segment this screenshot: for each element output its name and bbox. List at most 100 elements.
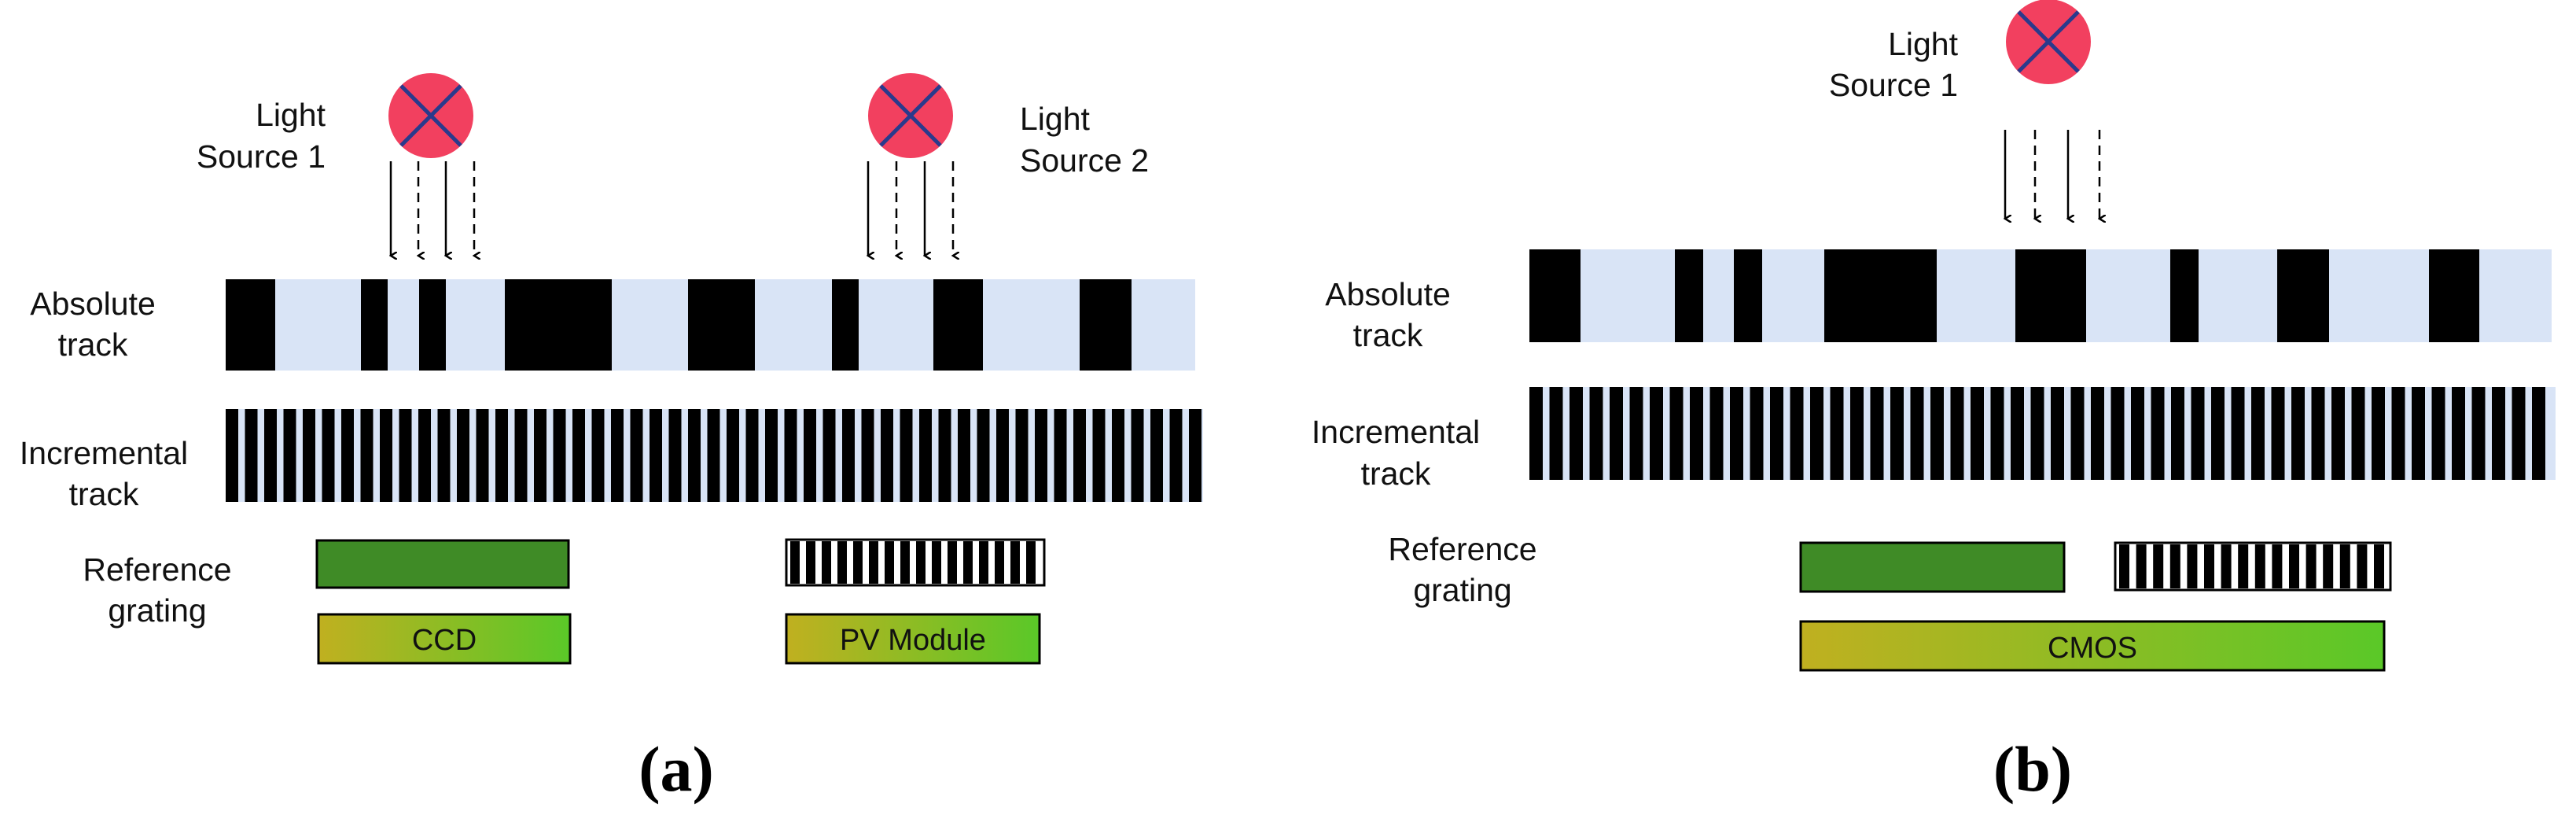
absolute-track-b-label-line2: track	[1353, 317, 1423, 353]
incremental-stripe	[784, 409, 797, 502]
absolute-bar	[1675, 249, 1703, 342]
incremental-stripe	[2331, 387, 2345, 480]
incremental-stripe	[2131, 387, 2144, 480]
light-source-2-rays	[868, 161, 953, 256]
ccd-label: CCD	[412, 624, 477, 657]
panel-b: Light Source 1 Absolute track Incrementa…	[1312, 0, 2556, 805]
incremental-stripe	[476, 409, 489, 502]
incremental-stripe	[630, 409, 643, 502]
incremental-stripe	[495, 409, 508, 502]
incremental-stripe	[2171, 387, 2184, 480]
grating-stripe	[2136, 544, 2147, 588]
incremental-stripe	[2011, 387, 2024, 480]
incremental-stripe	[380, 409, 392, 502]
incremental-stripe	[1570, 387, 1583, 480]
incremental-stripe	[2070, 387, 2085, 480]
reference-grating-striped	[785, 538, 1046, 587]
incremental-stripe	[727, 409, 739, 502]
grating-stripe	[1026, 541, 1036, 584]
incremental-stripe	[2512, 387, 2526, 480]
incremental-stripe	[360, 409, 374, 502]
incremental-stripe	[1850, 387, 1864, 480]
grating-stripe	[806, 541, 815, 584]
absolute-bar	[1080, 279, 1132, 371]
incremental-stripe	[437, 409, 451, 502]
incremental-stripe	[958, 409, 970, 502]
ccd-bar	[317, 613, 572, 665]
incremental-stripe	[399, 409, 412, 502]
incremental-stripe	[245, 409, 258, 502]
absolute-bar	[832, 279, 859, 371]
incremental-stripe	[1890, 387, 1904, 480]
incremental-stripe	[2211, 387, 2225, 480]
grating-stripe	[2221, 544, 2232, 588]
incremental-track-b-label-line2: track	[1361, 455, 1431, 492]
grating-stripe	[2119, 544, 2129, 588]
cmos-sensor: CMOS	[1799, 620, 2386, 672]
light-source-1-label-line2: Source 1	[197, 138, 326, 175]
absolute-track-b	[1529, 249, 2552, 342]
grating-stripe	[837, 541, 847, 584]
incremental-stripe	[1169, 409, 1183, 502]
absolute-bar	[1824, 249, 1937, 342]
incremental-stripe	[264, 409, 277, 502]
light-source-2-label-line2: Source 2	[1020, 142, 1149, 179]
incremental-stripe	[1035, 409, 1047, 502]
grating-stripe	[995, 541, 1004, 584]
incremental-stripe	[804, 409, 816, 502]
incremental-stripe	[996, 409, 1009, 502]
light-source-1-b-label-line2: Source 1	[1829, 67, 1958, 103]
grating-stripe	[2374, 544, 2384, 588]
incremental-stripe	[1830, 387, 1844, 480]
reference-grating-label-line1: Reference	[83, 551, 231, 588]
incremental-stripe	[938, 409, 951, 502]
grating-stripe	[2306, 544, 2317, 588]
incremental-stripe	[303, 409, 315, 502]
incremental-stripe	[1990, 387, 2004, 480]
absolute-bar	[2015, 249, 2086, 342]
incremental-stripe	[1529, 387, 1543, 480]
incremental-stripe	[611, 409, 624, 502]
grating-stripe	[853, 541, 863, 584]
incremental-stripe	[226, 409, 238, 502]
absolute-bar	[2170, 249, 2199, 342]
incremental-stripe	[2291, 387, 2305, 480]
incremental-stripe	[283, 409, 296, 502]
grating-stripe	[948, 541, 957, 584]
absolute-bar	[688, 279, 755, 371]
light-source-2: Light Source 2	[868, 73, 1149, 179]
incremental-stripe	[1950, 387, 1964, 480]
incremental-stripe	[2412, 387, 2425, 480]
grating-stripe	[2238, 544, 2249, 588]
incremental-stripe	[2030, 387, 2044, 480]
light-source-1: Light Source 1	[197, 73, 473, 175]
incremental-stripe	[2110, 387, 2125, 480]
incremental-stripe	[650, 409, 662, 502]
absolute-bar	[419, 279, 446, 371]
incremental-stripe	[688, 409, 701, 502]
panel-a: Light Source 1 Light Source 2 Absolute t…	[20, 73, 1203, 805]
incremental-track-b-label-line1: Incremental	[1312, 414, 1480, 450]
incremental-stripe	[1549, 387, 1563, 480]
reference-grating-b-label-line2: grating	[1413, 572, 1511, 608]
grating-stripe	[979, 541, 988, 584]
absolute-bar	[1734, 249, 1762, 342]
cmos-bar	[1799, 620, 2386, 672]
light-source-2-label-line1: Light	[1020, 101, 1091, 137]
incremental-stripe	[2191, 387, 2205, 480]
reference-grating-b-label-line1: Reference	[1388, 531, 1536, 567]
incremental-stripe	[1730, 387, 1743, 480]
incremental-track	[226, 409, 1203, 502]
incremental-stripe	[2311, 387, 2325, 480]
absolute-track-label-line1: Absolute	[30, 286, 156, 322]
incremental-stripe	[1650, 387, 1663, 480]
grating-stripe	[2323, 544, 2334, 588]
grating-stripe	[2187, 544, 2198, 588]
incremental-stripe	[1150, 409, 1163, 502]
grating-stripe	[2289, 544, 2299, 588]
incremental-stripe	[2271, 387, 2285, 480]
grating-stripe	[932, 541, 941, 584]
incremental-stripe	[861, 409, 874, 502]
incremental-stripe	[2431, 387, 2445, 480]
